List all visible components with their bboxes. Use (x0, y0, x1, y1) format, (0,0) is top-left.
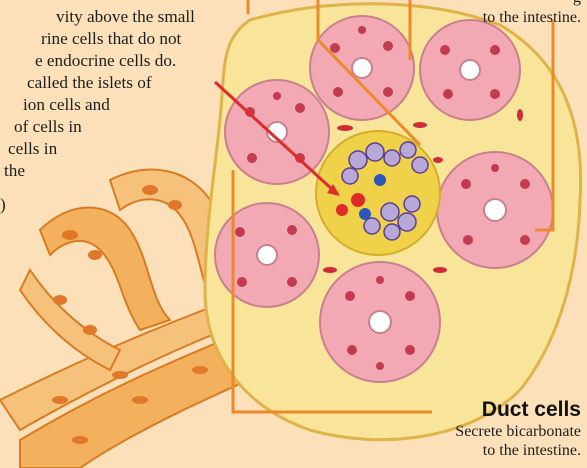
duct-cells-line1: Secrete bicarbonate (455, 422, 581, 441)
intro-line: rine cells that do not (41, 28, 250, 50)
acinus (215, 203, 319, 307)
intro-line: the (4, 160, 250, 182)
intro-line: called the islets of (27, 72, 250, 94)
intro-line: ) (0, 194, 250, 216)
top-right-label-line: to the intestine. (483, 8, 581, 28)
intro-line: e endocrine cells do. (35, 50, 250, 72)
acinus (420, 20, 520, 120)
top-right-clipped-line: g (483, 0, 581, 8)
duct-cells-title: Duct cells (455, 398, 581, 422)
intro-line: ion cells and (23, 94, 250, 116)
duct-cells-label: Duct cells Secrete bicarbonate to the in… (455, 398, 581, 460)
intro-line: of cells in (14, 116, 250, 138)
top-right-label: g to the intestine. (483, 0, 581, 28)
intro-line: vity above the small (56, 6, 250, 28)
duct-cells-line2: to the intestine. (455, 441, 581, 460)
intro-paragraph: vity above the small rine cells that do … (0, 0, 250, 216)
intro-line: cells in (8, 138, 250, 160)
